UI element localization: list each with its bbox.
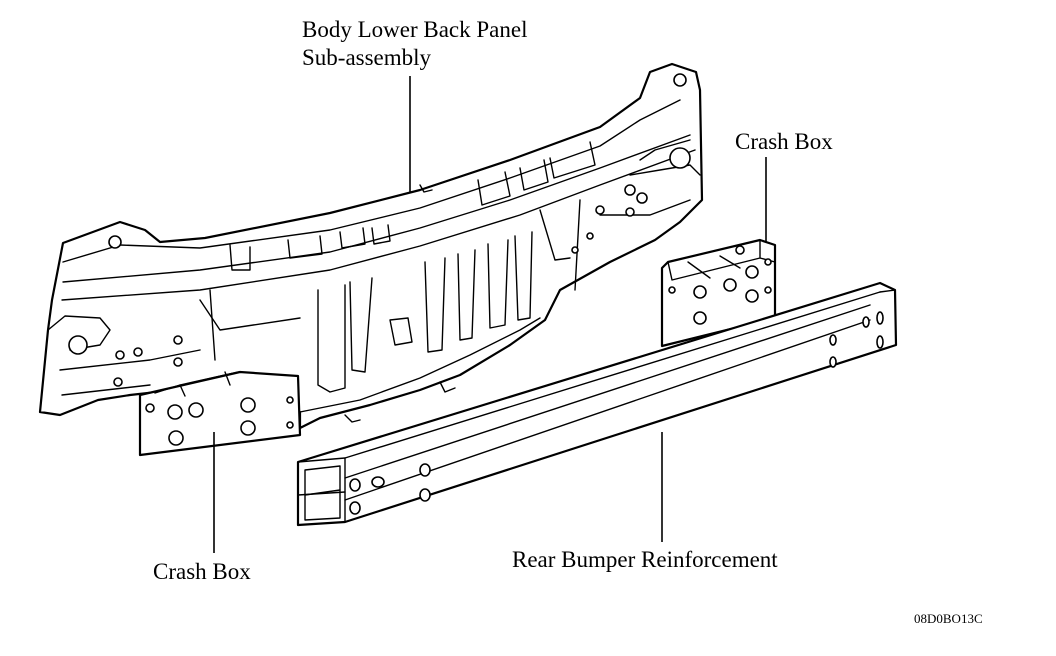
crash-box-right xyxy=(660,238,777,348)
label-crash-box-left: Crash Box xyxy=(153,559,251,584)
figure-code: 08D0BO13C xyxy=(914,611,983,626)
label-body-panel-line1: Body Lower Back Panel xyxy=(302,17,528,42)
rear-bumper-reinforcement xyxy=(296,281,898,527)
body-lower-back-panel xyxy=(38,62,704,430)
label-crash-box-right: Crash Box xyxy=(735,129,833,154)
label-rear-bumper-reinforcement: Rear Bumper Reinforcement xyxy=(512,547,778,572)
label-body-panel-line2: Sub-assembly xyxy=(302,45,432,70)
crash-box-left xyxy=(138,370,302,457)
